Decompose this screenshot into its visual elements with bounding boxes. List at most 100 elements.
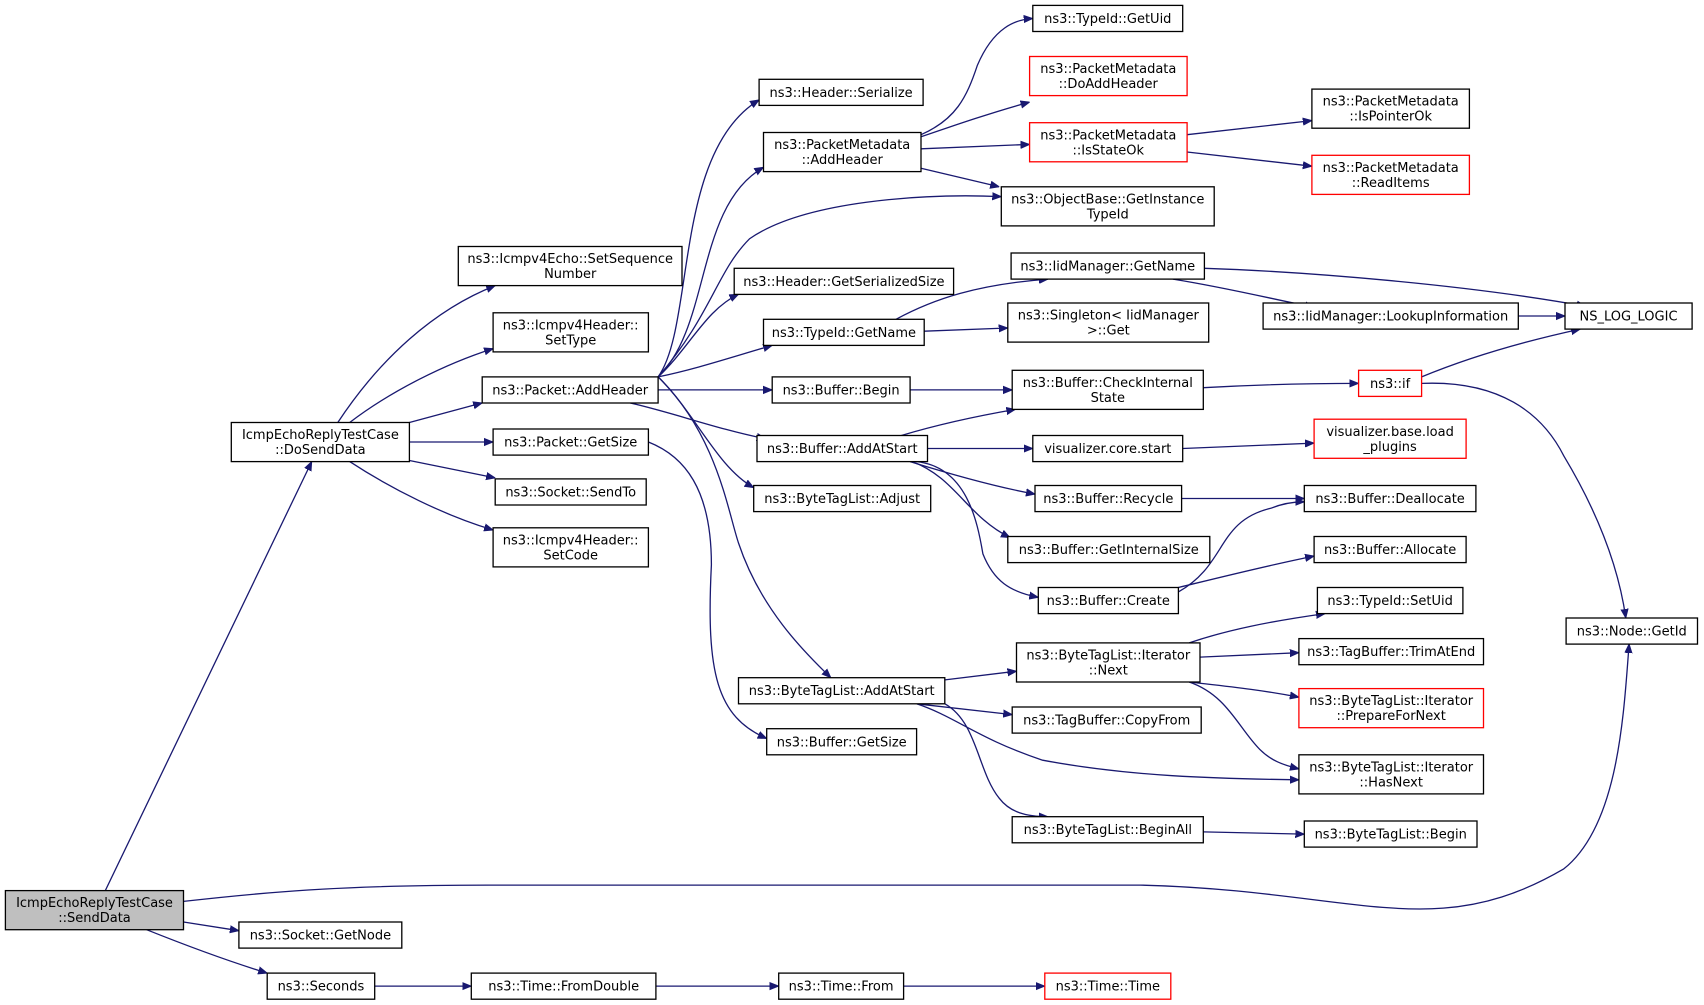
node-n48[interactable]: ns3::Time::From: [778, 972, 905, 1000]
node-n15[interactable]: ns3::Buffer::Begin: [771, 376, 911, 404]
node-box[interactable]: [1032, 434, 1184, 463]
node-n27[interactable]: visualizer.core.start: [1032, 434, 1184, 463]
node-box[interactable]: [1357, 369, 1423, 398]
node-box[interactable]: [737, 677, 946, 705]
node-n25[interactable]: ns3::Singleton< IidManager>::Get: [1007, 302, 1210, 343]
node-n21[interactable]: ns3::PacketMetadata::DoAddHeader: [1028, 55, 1188, 97]
node-box[interactable]: [771, 376, 911, 404]
node-box[interactable]: [778, 972, 905, 1000]
node-box[interactable]: [1037, 586, 1180, 615]
node-box[interactable]: [1311, 88, 1471, 129]
node-box[interactable]: [1034, 484, 1183, 513]
node-box[interactable]: [1011, 816, 1204, 844]
node-n38[interactable]: ns3::if: [1357, 369, 1423, 398]
node-n44[interactable]: ns3::ByteTagList::Iterator::PrepareForNe…: [1298, 687, 1485, 729]
node-n7[interactable]: ns3::Packet::AddHeader: [481, 376, 659, 404]
node-box[interactable]: [1565, 617, 1699, 645]
node-n6[interactable]: ns3::Icmpv4Header::SetType: [492, 312, 650, 353]
node-box[interactable]: [1298, 754, 1485, 795]
node-box[interactable]: [1011, 369, 1204, 411]
node-n32[interactable]: ns3::TagBuffer::CopyFrom: [1011, 706, 1202, 734]
node-n3[interactable]: ns3::Seconds: [266, 972, 376, 1000]
node-box[interactable]: [1313, 418, 1467, 459]
node-box[interactable]: [1007, 302, 1210, 343]
node-n43[interactable]: ns3::TagBuffer::TrimAtEnd: [1298, 637, 1485, 666]
node-box[interactable]: [1564, 302, 1693, 330]
node-box[interactable]: [1032, 4, 1184, 33]
node-box[interactable]: [1298, 637, 1485, 666]
node-n4[interactable]: ns3::Node::GetId: [1565, 617, 1699, 645]
node-n49[interactable]: ns3::Time::Time: [1044, 972, 1172, 1000]
node-n42[interactable]: ns3::TypeId::SetUid: [1316, 586, 1464, 615]
node-n18[interactable]: ns3::ByteTagList::AddAtStart: [737, 677, 946, 705]
node-box[interactable]: [481, 376, 659, 404]
node-n8[interactable]: ns3::Packet::GetSize: [492, 428, 650, 456]
node-n46[interactable]: ns3::ByteTagList::Begin: [1303, 820, 1478, 848]
node-n41[interactable]: ns3::Buffer::Allocate: [1313, 535, 1467, 564]
node-box[interactable]: [758, 78, 924, 107]
node-box[interactable]: [1015, 642, 1201, 683]
node-n1[interactable]: IcmpEchoReplyTestCase::DoSendData: [230, 421, 411, 463]
node-n22[interactable]: ns3::PacketMetadata::IsStateOk: [1028, 122, 1188, 163]
node-n20[interactable]: ns3::TypeId::GetUid: [1032, 4, 1184, 33]
node-box[interactable]: [1303, 484, 1477, 513]
node-box[interactable]: [1007, 535, 1211, 564]
node-n19[interactable]: ns3::Buffer::GetSize: [766, 728, 918, 756]
node-n36[interactable]: ns3::IidManager::LookupInformation: [1262, 302, 1519, 330]
node-box[interactable]: [1298, 687, 1485, 729]
node-n39[interactable]: visualizer.base.load_plugins: [1313, 418, 1467, 459]
node-n16[interactable]: ns3::Buffer::AddAtStart: [756, 434, 929, 463]
node-box[interactable]: [1262, 302, 1519, 330]
node-box[interactable]: [1000, 186, 1215, 227]
node-box[interactable]: [762, 131, 922, 173]
node-n33[interactable]: ns3::ByteTagList::BeginAll: [1011, 816, 1204, 844]
node-n45[interactable]: ns3::ByteTagList::Iterator::HasNext: [1298, 754, 1485, 795]
node-box[interactable]: [1011, 706, 1202, 734]
node-n11[interactable]: ns3::Header::Serialize: [758, 78, 924, 107]
node-box[interactable]: [1311, 154, 1471, 196]
node-box[interactable]: [230, 421, 411, 463]
node-box[interactable]: [1044, 972, 1172, 1000]
node-n14[interactable]: ns3::TypeId::GetName: [762, 318, 925, 347]
node-n37[interactable]: NS_LOG_LOGIC: [1564, 302, 1693, 330]
node-box[interactable]: [1313, 535, 1467, 564]
node-box[interactable]: [266, 972, 376, 1000]
node-box[interactable]: [762, 318, 925, 347]
node-box[interactable]: [494, 478, 647, 506]
node-n28[interactable]: ns3::Buffer::Recycle: [1034, 484, 1183, 513]
node-box[interactable]: [492, 428, 650, 456]
node-box[interactable]: [492, 312, 650, 353]
node-n35[interactable]: ns3::PacketMetadata::ReadItems: [1311, 154, 1471, 196]
node-n0[interactable]: IcmpEchoReplyTestCase::SendData: [4, 889, 185, 931]
node-box[interactable]: [1316, 586, 1464, 615]
node-box[interactable]: [457, 245, 683, 287]
node-box[interactable]: [4, 889, 185, 931]
node-box[interactable]: [1028, 55, 1188, 97]
node-n24[interactable]: ns3::IidManager::GetName: [1010, 252, 1206, 280]
node-n13[interactable]: ns3::Header::GetSerializedSize: [733, 267, 955, 296]
node-box[interactable]: [753, 484, 932, 513]
node-box[interactable]: [766, 728, 918, 756]
node-n30[interactable]: ns3::Buffer::Create: [1037, 586, 1180, 615]
node-n47[interactable]: ns3::Time::FromDouble: [470, 972, 657, 1000]
node-box[interactable]: [492, 527, 650, 568]
node-n17[interactable]: ns3::ByteTagList::Adjust: [753, 484, 932, 513]
node-box[interactable]: [238, 921, 403, 949]
node-n12[interactable]: ns3::PacketMetadata::AddHeader: [762, 131, 922, 173]
node-n34[interactable]: ns3::PacketMetadata::IsPointerOk: [1311, 88, 1471, 129]
node-box[interactable]: [1028, 122, 1188, 163]
node-n2[interactable]: ns3::Socket::GetNode: [238, 921, 403, 949]
node-n29[interactable]: ns3::Buffer::GetInternalSize: [1007, 535, 1211, 564]
node-box[interactable]: [1303, 820, 1478, 848]
node-n10[interactable]: ns3::Icmpv4Header::SetCode: [492, 527, 650, 568]
node-n31[interactable]: ns3::ByteTagList::Iterator::Next: [1015, 642, 1201, 683]
node-n9[interactable]: ns3::Socket::SendTo: [494, 478, 647, 506]
node-box[interactable]: [470, 972, 657, 1000]
node-box[interactable]: [733, 267, 955, 296]
node-n40[interactable]: ns3::Buffer::Deallocate: [1303, 484, 1477, 513]
node-box[interactable]: [1010, 252, 1206, 280]
node-box[interactable]: [756, 434, 929, 463]
